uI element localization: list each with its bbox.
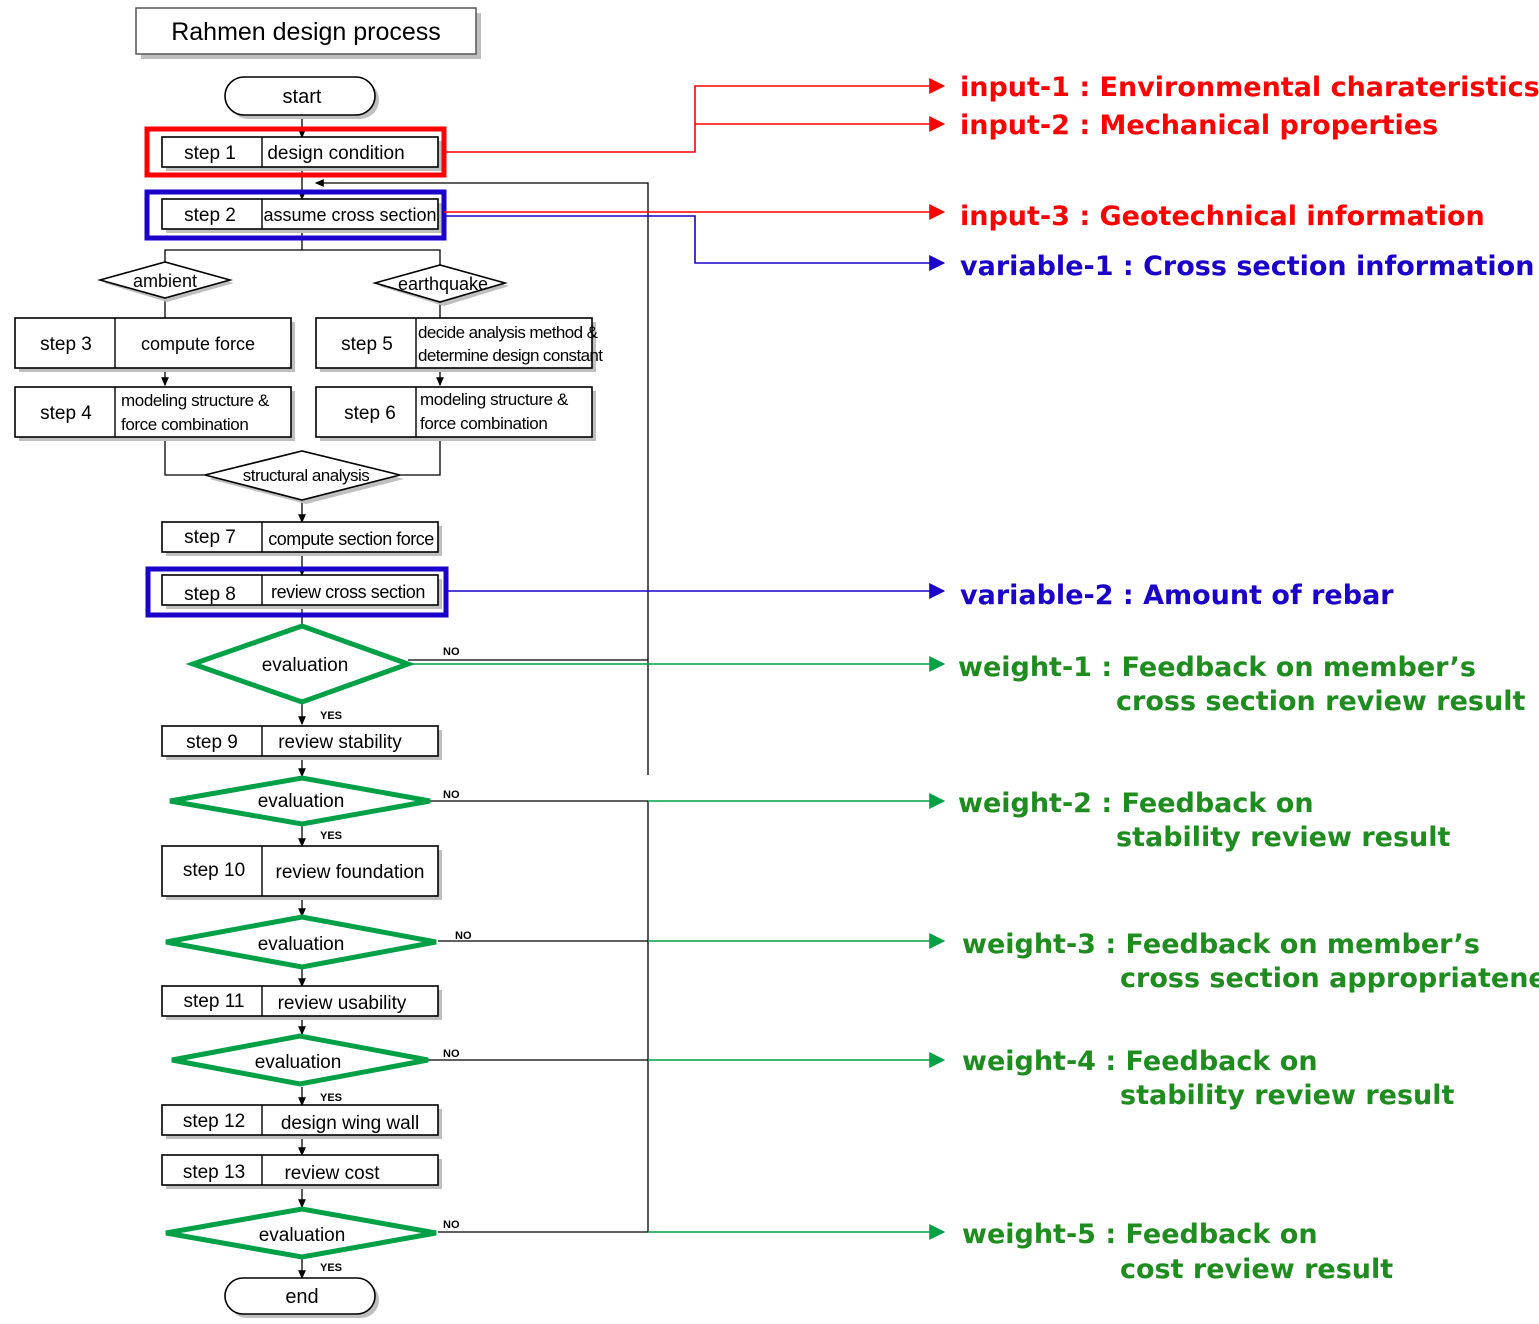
step-number: step 8 (184, 584, 236, 605)
step-8-box: step 8 review cross section (161, 574, 442, 609)
step-label: design wing wall (281, 1113, 419, 1134)
yes-label: YES (320, 1262, 342, 1274)
step-number: step 4 (40, 403, 92, 424)
no-label: NO (443, 789, 460, 801)
step-13-box: step 13 review cost (161, 1154, 442, 1189)
variable-1-label: variable-1 : Cross section information (960, 251, 1534, 282)
variable-2-label: variable-2 : Amount of rebar (960, 580, 1394, 611)
weight-1-label-cont: cross section review result (1116, 686, 1525, 717)
page-title: Rahmen design process (171, 18, 441, 46)
weight-5-label-cont: cost review result (1120, 1254, 1393, 1285)
step-label: assume cross section (263, 205, 436, 225)
weight-1-label: weight-1 : Feedback on member’s (958, 652, 1476, 683)
step-10-box: step 10 review foundation (161, 845, 442, 900)
step-label: review foundation (276, 862, 425, 883)
evaluation-label: evaluation (255, 1052, 342, 1073)
step-label-line-2: force combination (121, 415, 248, 434)
end-label: end (285, 1286, 318, 1308)
step-number: step 13 (183, 1162, 245, 1183)
no-label: NO (455, 930, 472, 942)
structural-analysis-decision: structural analysis (204, 450, 404, 504)
step-5-box: step 5 decide analysis method & determin… (315, 317, 604, 372)
step-label: review cost (284, 1163, 380, 1184)
no-label: NO (443, 646, 460, 658)
no-label: NO (443, 1048, 460, 1060)
branch-labels: NO YES NO YES NO NO YES NO YES (320, 646, 472, 1274)
input-1-label: input-1 : Environmental charateristics (960, 72, 1539, 103)
evaluation-2-decision: evaluation (169, 775, 431, 827)
start-label: start (283, 86, 322, 108)
annotation-connectors (408, 78, 946, 1240)
step-number: step 10 (183, 860, 245, 881)
step-3-box: step 3 compute force (14, 317, 295, 372)
step-6-box: step 6 modeling structure & force combin… (315, 386, 596, 441)
step-number: step 6 (344, 403, 396, 424)
weight-2-label-cont: stability review result (1116, 822, 1451, 853)
evaluation-3-decision: evaluation (165, 914, 437, 970)
evaluation-1-decision: evaluation (185, 623, 416, 705)
step-7-box: step 7 compute section force (161, 521, 442, 556)
step-12-box: step 12 design wing wall (161, 1104, 442, 1139)
ambient-label: ambient (133, 271, 197, 291)
weight-4-label: weight-4 : Feedback on (962, 1046, 1318, 1077)
annotation-texts: input-1 : Environmental charateristics i… (958, 72, 1539, 1285)
step-9-box: step 9 review stability (161, 725, 442, 760)
yes-label: YES (320, 830, 342, 842)
earthquake-decision: earthquake (372, 264, 509, 306)
input-2-label: input-2 : Mechanical properties (960, 110, 1438, 141)
weight-3-label-cont: cross section appropriateness (1120, 963, 1539, 994)
step-label: review stability (278, 732, 402, 753)
variable-highlight-step-8 (145, 566, 449, 618)
yes-label: YES (320, 1092, 342, 1104)
evaluation-4-decision: evaluation (171, 1033, 429, 1087)
step-label-line-1: modeling structure & (121, 391, 270, 410)
step-label-line-1: decide analysis method & (418, 323, 599, 342)
step-number: step 3 (40, 334, 92, 355)
step-number: step 5 (341, 334, 393, 355)
end-terminal: end (224, 1277, 379, 1318)
evaluation-5-decision: evaluation (165, 1206, 437, 1260)
step-number: step 7 (184, 527, 236, 548)
step-label: design condition (267, 143, 404, 164)
step-1-box: step 1 design condition (161, 136, 442, 171)
evaluation-label: evaluation (262, 655, 349, 676)
step-number: step 2 (184, 205, 236, 226)
structural-analysis-label: structural analysis (243, 466, 370, 485)
step-label-line-1: modeling structure & (420, 390, 569, 409)
no-label: NO (443, 1219, 460, 1231)
step-4-box: step 4 modeling structure & force combin… (14, 386, 295, 441)
step-label-line-2: determine design constant (418, 346, 603, 365)
evaluation-label: evaluation (258, 791, 345, 812)
evaluation-label: evaluation (258, 934, 345, 955)
start-terminal: start (224, 76, 379, 119)
title-box: Rahmen design process (135, 7, 481, 59)
ambient-decision: ambient (97, 261, 234, 302)
weight-2-label: weight-2 : Feedback on (958, 788, 1314, 819)
step-number: step 11 (184, 991, 245, 1012)
step-number: step 12 (183, 1111, 245, 1132)
step-label-line-2: force combination (420, 414, 547, 433)
step-label: compute section force (268, 529, 434, 549)
step-label: review usability (278, 993, 407, 1014)
step-label: compute force (141, 334, 255, 354)
variable-highlight-step-2 (144, 189, 447, 241)
weight-3-label: weight-3 : Feedback on member’s (962, 929, 1480, 960)
earthquake-label: earthquake (398, 274, 488, 294)
input-3-label: input-3 : Geotechnical information (960, 201, 1485, 232)
step-number: step 9 (186, 732, 238, 753)
weight-4-label-cont: stability review result (1120, 1080, 1455, 1111)
weight-5-label: weight-5 : Feedback on (962, 1219, 1318, 1250)
evaluation-label: evaluation (259, 1225, 346, 1246)
yes-label: YES (320, 710, 342, 722)
step-label: review cross section (271, 582, 425, 602)
step-number: step 1 (184, 143, 236, 164)
step-2-box: step 2 assume cross section (161, 198, 442, 233)
step-11-box: step 11 review usability (161, 985, 442, 1020)
